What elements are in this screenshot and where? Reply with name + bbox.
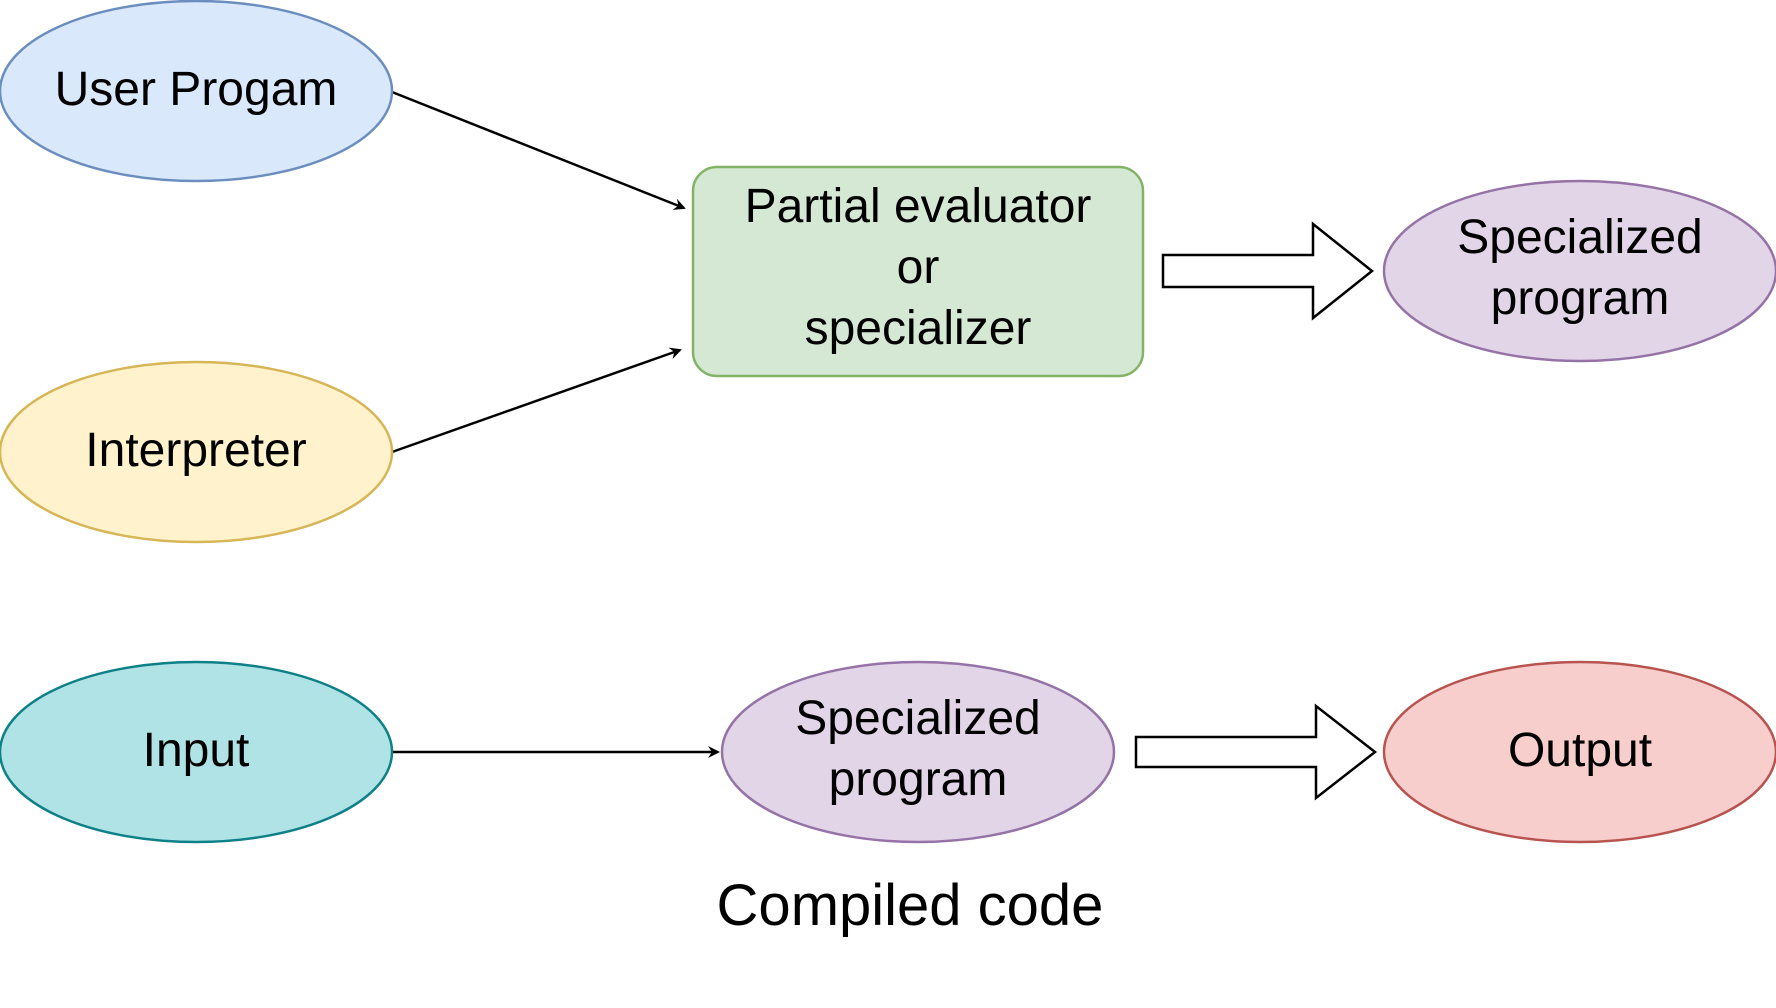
block-arrow-top [1161, 221, 1375, 321]
node-output: Output [1382, 660, 1776, 844]
output-ellipse [1382, 660, 1776, 844]
partial-evaluator-line-3: specializer [805, 302, 1032, 355]
specialized-program-top-ellipse [1382, 179, 1776, 363]
user-program-ellipse [0, 0, 394, 183]
specialized-program-top-line-1: Specialized [1457, 211, 1702, 264]
node-user-program: User Progam [0, 0, 394, 183]
output-label: Output [1508, 724, 1652, 777]
block-arrow-bottom [1134, 703, 1378, 801]
partial-evaluator-line-1: Partial evaluator [745, 180, 1092, 233]
input-ellipse [0, 660, 394, 844]
specialized-program-bottom-line-2: program [829, 753, 1008, 806]
interpreter-ellipse [0, 360, 394, 544]
node-input: Input [0, 660, 394, 844]
specialized-program-top-line-2: program [1491, 272, 1670, 325]
node-specialized-program-top: Specialized program [1382, 179, 1776, 363]
input-label: Input [143, 724, 250, 777]
edge-user-program-to-partial-evaluator [391, 90, 686, 210]
node-interpreter: Interpreter [0, 360, 394, 544]
node-specialized-program-bottom: Specialized program [720, 660, 1116, 844]
partial-evaluator-box [691, 165, 1145, 378]
specialized-program-bottom-ellipse [720, 660, 1116, 844]
user-program-label: User Progam [55, 63, 338, 116]
compiled-code-caption: Compiled code [717, 873, 1104, 938]
interpreter-label: Interpreter [85, 424, 306, 477]
node-partial-evaluator: Partial evaluator or specializer [691, 165, 1145, 378]
specialized-program-bottom-line-1: Specialized [795, 692, 1040, 745]
edge-interpreter-to-partial-evaluator [391, 347, 682, 454]
partial-evaluator-line-2: or [897, 241, 940, 294]
